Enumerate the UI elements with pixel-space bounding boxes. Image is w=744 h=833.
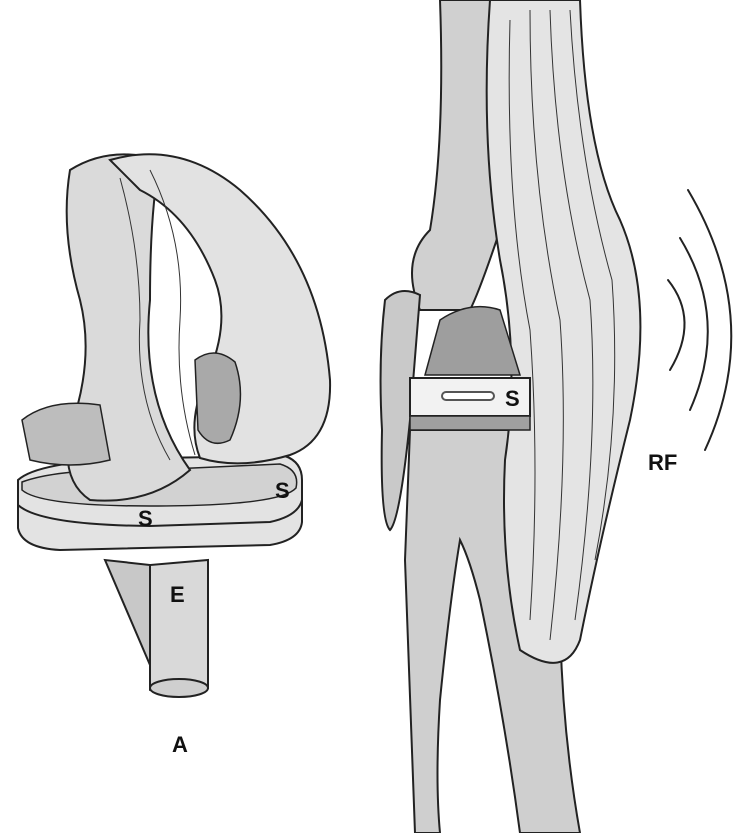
joint-shadow (425, 307, 520, 375)
posterior-lip (22, 403, 110, 465)
label-spacer-left-front: S (138, 506, 153, 531)
stem-fin (105, 560, 150, 665)
knee-implant: S S E A (18, 154, 330, 757)
label-rf: RF (648, 450, 677, 475)
label-stem: E (170, 582, 185, 607)
spacer-base-right (410, 416, 530, 430)
label-spacer-left-top: S (275, 478, 290, 503)
radio-wave-arcs-icon (668, 190, 731, 450)
intercondylar-notch (195, 353, 240, 443)
sensor-chip-icon (442, 392, 494, 400)
tibial-stem (150, 560, 208, 695)
knee-anatomy: S RF (381, 0, 732, 833)
label-tip: A (172, 732, 188, 757)
stem-tip (150, 679, 208, 697)
label-spacer-right: S (505, 386, 520, 411)
